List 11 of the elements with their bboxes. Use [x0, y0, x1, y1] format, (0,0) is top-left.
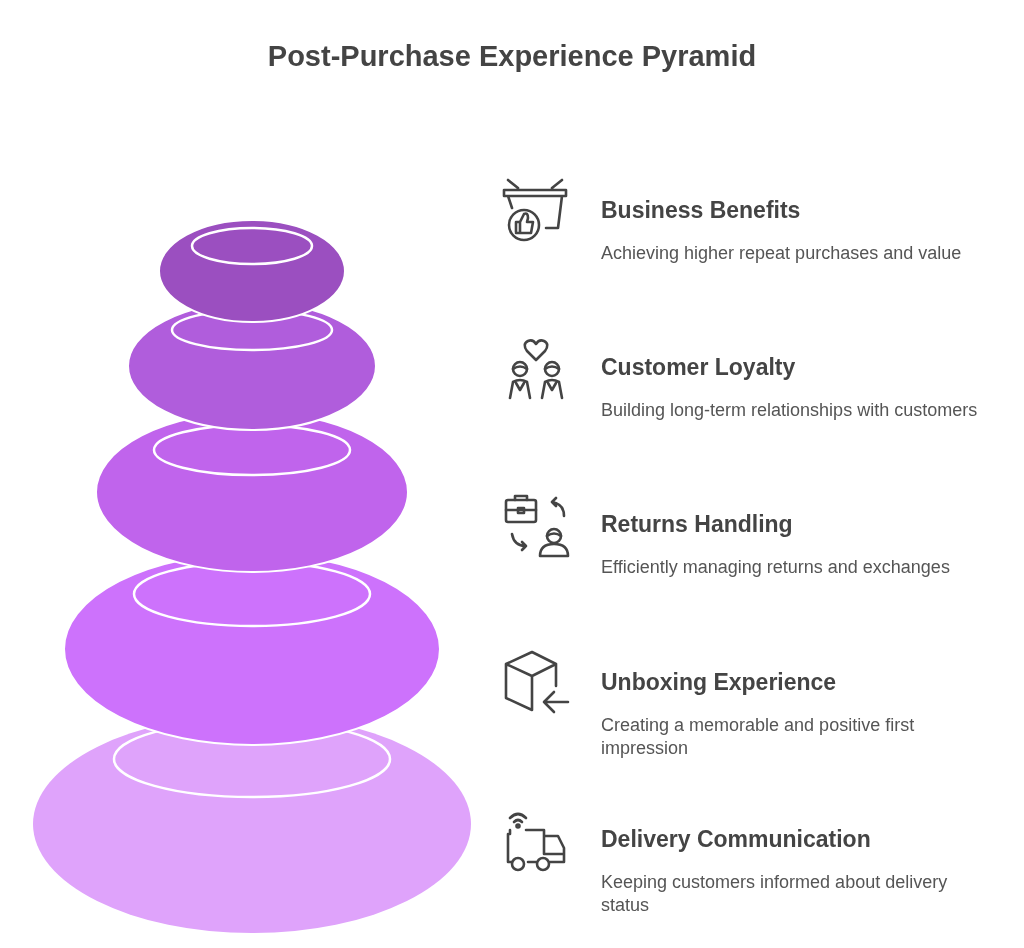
section-description: Creating a memorable and positive first impression: [601, 714, 916, 760]
section-heading: Customer Loyalty: [601, 354, 796, 381]
section-description: Building long-term relationships with customers: [601, 399, 979, 422]
section-description: Keeping customers informed about delivery status: [601, 871, 949, 917]
section-description: Efficiently managing returns and exchanges: [601, 556, 951, 579]
section-heading: Delivery Communication: [601, 826, 871, 853]
diagram-title: Post-Purchase Experience Pyramid: [266, 40, 758, 73]
section-heading: Business Benefits: [601, 197, 801, 224]
section-description: Achieving higher repeat purchases and value: [601, 242, 963, 265]
section-heading: Returns Handling: [601, 511, 793, 538]
section-heading: Unboxing Experience: [601, 669, 837, 696]
